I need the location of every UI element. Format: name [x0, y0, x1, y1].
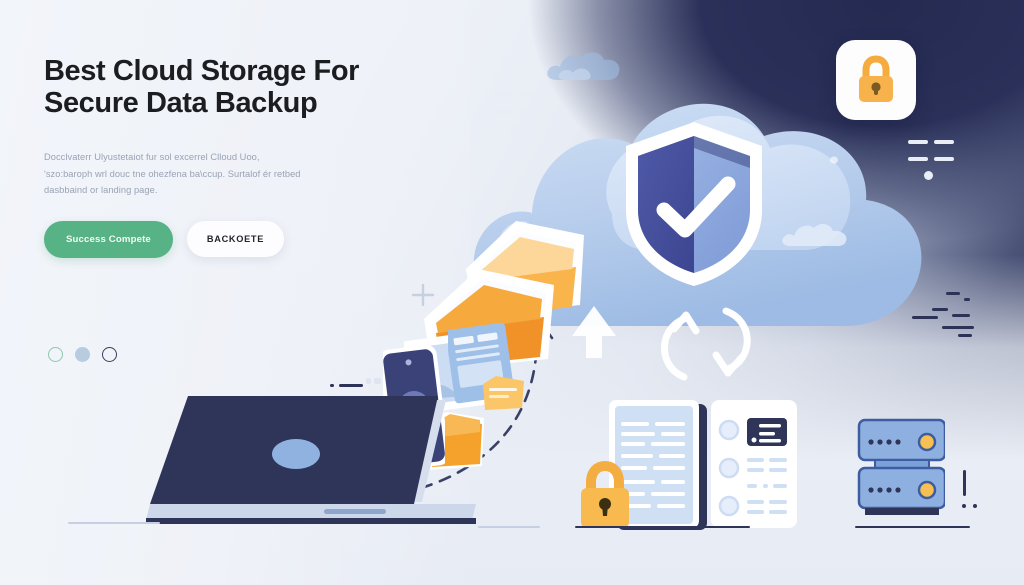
security-lock-card[interactable] — [836, 40, 916, 120]
ground-line-mid — [478, 526, 540, 528]
padlock-icon — [859, 55, 893, 102]
ground-line-left — [68, 522, 160, 524]
laptop-icon — [146, 396, 476, 524]
decor-dashes-right — [908, 140, 968, 186]
decor-dashes-phone — [330, 378, 386, 398]
upload-arrow-icon — [572, 306, 616, 358]
small-folder-icon — [483, 376, 524, 410]
carousel-indicators[interactable] — [48, 347, 117, 362]
decor-dashes-left — [494, 93, 554, 139]
shield-check-icon — [626, 122, 762, 286]
server-rack — [857, 418, 945, 515]
plus-icon — [411, 283, 435, 307]
server-and-documents — [581, 400, 945, 530]
hero-description: Docclvaterr Ulyustetaiot fur sol excerre… — [44, 152, 301, 196]
backoete-button[interactable]: BACKOETE — [186, 221, 285, 258]
hero-button-row: Success Compete BACKOETE — [44, 220, 374, 258]
ground-line-right — [855, 526, 970, 528]
page-title: Best Cloud Storage For Secure Data Backu… — [44, 55, 360, 119]
document-panel-left — [609, 400, 707, 530]
success-compete-button[interactable]: Success Compete — [44, 220, 173, 258]
carousel-dot-2[interactable] — [75, 347, 90, 362]
padlock-icon-server — [581, 460, 629, 528]
carousel-dot-1[interactable] — [48, 347, 63, 362]
sync-arrows-icon — [661, 307, 751, 381]
small-cloud-icon — [547, 52, 620, 80]
small-cloud-secondary-icon — [782, 224, 847, 246]
carousel-dot-3[interactable] — [102, 347, 117, 362]
document-panel-right — [711, 400, 797, 528]
ground-line-center — [575, 526, 750, 528]
decor-dashes-dark — [912, 292, 992, 342]
hero-copy: Best Cloud Storage For Secure Data Backu… — [44, 55, 374, 258]
